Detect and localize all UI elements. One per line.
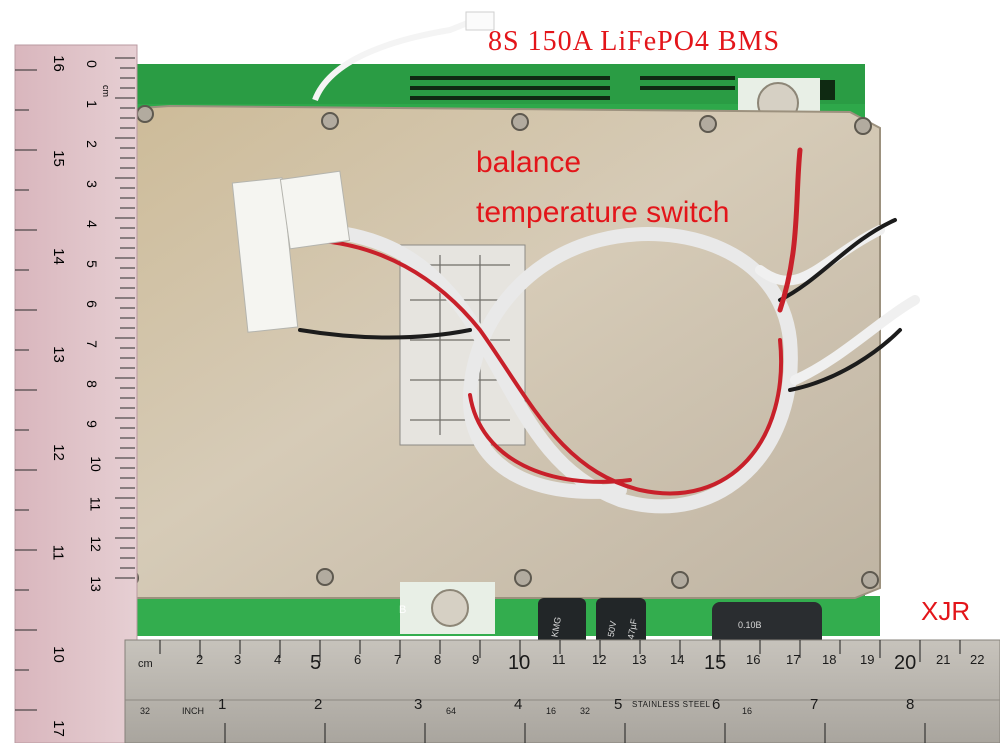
vruler-cm-2: 2 bbox=[83, 140, 100, 148]
hruler-cm-20: 20 bbox=[894, 652, 917, 674]
hruler-cm-19: 19 bbox=[860, 652, 875, 667]
hruler-cm-10: 10 bbox=[508, 652, 531, 674]
vertical-ruler-unit: cm bbox=[101, 85, 111, 97]
hruler-cm-16: 16 bbox=[746, 652, 761, 667]
temperature-switch-caption: temperature switch bbox=[476, 196, 730, 229]
hruler-inch-1: 1 bbox=[218, 696, 227, 713]
balance-connectors bbox=[231, 170, 351, 333]
hruler-cm-9: 9 bbox=[472, 652, 480, 667]
vruler-inch-13: 13 bbox=[49, 346, 67, 363]
vruler-cm-9: 9 bbox=[83, 420, 100, 428]
hruler-inch-3: 3 bbox=[414, 696, 423, 713]
hruler-cm-6: 6 bbox=[354, 652, 362, 667]
hruler-cm-5: 5 bbox=[310, 652, 322, 674]
temperature-probe-tip bbox=[465, 11, 495, 31]
hruler-fraction-16b: 16 bbox=[742, 706, 753, 716]
vertical-ruler-cm-labels: 0 1 2 3 4 5 6 7 8 9 10 11 12 13 bbox=[84, 56, 116, 596]
horizontal-ruler bbox=[124, 639, 1000, 743]
vruler-cm-1: 1 bbox=[83, 100, 100, 108]
hruler-inch-4: 4 bbox=[514, 696, 523, 713]
vruler-cm-4: 4 bbox=[83, 220, 100, 228]
hruler-inch-8: 8 bbox=[906, 696, 915, 713]
hruler-inch-2: 2 bbox=[314, 696, 323, 713]
hruler-cm-3: 3 bbox=[234, 652, 242, 667]
vertical-ruler bbox=[14, 44, 138, 743]
hruler-fraction-32b: 32 bbox=[580, 706, 591, 716]
hruler-inch-5: 5 bbox=[614, 696, 623, 713]
vruler-inch-16: 16 bbox=[49, 55, 67, 72]
capacitor-label-4: 0.10B bbox=[738, 620, 762, 630]
vruler-inch-17: 17 bbox=[49, 720, 67, 737]
hruler-cm-17: 17 bbox=[786, 652, 801, 667]
hruler-fraction-16a: 16 bbox=[546, 706, 557, 716]
vertical-ruler-inch-labels: 16 15 14 13 12 11 10 17 bbox=[49, 50, 76, 740]
hruler-cm-18: 18 bbox=[822, 652, 837, 667]
silkscreen-b: B bbox=[399, 604, 407, 616]
horizontal-ruler-unit-cm: cm bbox=[138, 658, 153, 670]
balance-wire-harness bbox=[293, 147, 920, 514]
vruler-inch-11: 11 bbox=[49, 544, 67, 561]
hruler-cm-22: 22 bbox=[970, 652, 985, 667]
hruler-cm-2: 2 bbox=[196, 652, 204, 667]
bottom-mount-hole bbox=[400, 582, 495, 634]
product-title-caption: 8S 150A LiFePO4 BMS bbox=[488, 26, 781, 57]
hruler-brand: STAINLESS STEEL bbox=[632, 700, 711, 709]
horizontal-ruler-inch-labels: 32 INCH 1 2 64 3 4 16 32 5 STAINLESS STE… bbox=[0, 692, 1000, 722]
vruler-cm-11: 11 bbox=[87, 496, 104, 512]
vruler-cm-7: 7 bbox=[83, 340, 100, 348]
hruler-cm-8: 8 bbox=[434, 652, 442, 667]
hruler-cm-13: 13 bbox=[632, 652, 647, 667]
hruler-cm-15: 15 bbox=[704, 652, 727, 674]
schematic-label bbox=[399, 244, 526, 446]
horizontal-ruler-cm-labels: 2 3 4 5 6 7 8 9 10 11 12 13 14 15 16 17 … bbox=[0, 652, 1000, 678]
hruler-cm-12: 12 bbox=[592, 652, 607, 667]
vruler-cm-12: 12 bbox=[87, 536, 104, 552]
balance-caption: balance bbox=[476, 146, 582, 179]
hruler-fraction-64: 64 bbox=[446, 706, 457, 716]
vruler-cm-13: 13 bbox=[87, 576, 104, 592]
vruler-inch-12: 12 bbox=[49, 444, 67, 461]
hruler-cm-14: 14 bbox=[670, 652, 685, 667]
temperature-probe-wire bbox=[312, 19, 472, 102]
vruler-cm-0: 0 bbox=[83, 60, 100, 68]
hruler-cm-21: 21 bbox=[936, 652, 951, 667]
hruler-fraction-32a: 32 bbox=[140, 706, 151, 716]
vruler-cm-5: 5 bbox=[83, 260, 100, 268]
vruler-cm-6: 6 bbox=[83, 300, 100, 308]
xjr-watermark: XJR bbox=[921, 596, 971, 626]
hruler-inch-unit: INCH bbox=[182, 706, 204, 716]
hruler-inch-6: 6 bbox=[712, 696, 721, 713]
vruler-inch-14: 14 bbox=[49, 248, 67, 265]
vruler-cm-3: 3 bbox=[83, 180, 100, 188]
vruler-inch-15: 15 bbox=[49, 150, 67, 167]
hruler-cm-11: 11 bbox=[552, 652, 566, 667]
vruler-cm-8: 8 bbox=[83, 380, 100, 388]
vruler-cm-10: 10 bbox=[87, 456, 104, 472]
hruler-cm-7: 7 bbox=[394, 652, 402, 667]
hruler-inch-7: 7 bbox=[810, 696, 819, 713]
hruler-cm-4: 4 bbox=[274, 652, 282, 667]
